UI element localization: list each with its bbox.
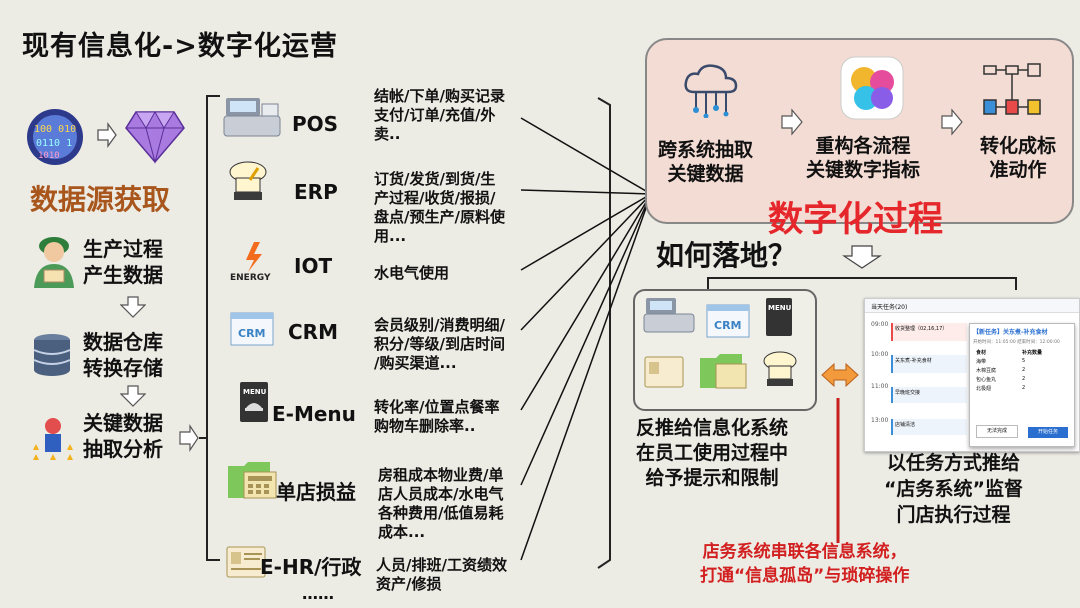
svg-text:100 010: 100 010: [34, 124, 76, 135]
popup-title: 【新任务】关东煮-补充食材: [970, 324, 1074, 339]
time-label: 13:00: [871, 417, 888, 424]
menu-label: MENU: [243, 388, 267, 396]
system-crm: CRM: [288, 320, 338, 344]
game-center-icon: [840, 56, 904, 120]
data-source-title: 数据源获取: [30, 178, 170, 218]
step-warehouse: 数据仓库 转换存储: [83, 329, 163, 381]
time-label: 10:00: [871, 351, 888, 358]
system-erp-desc: 订货/发货/到货/生 产过程/收货/报损/ 盘点/预生产/原料使 用...: [374, 170, 505, 246]
svg-text:0110 1: 0110 1: [36, 138, 72, 149]
system-emenu: E-Menu: [272, 402, 356, 426]
system-store-pl-desc: 房租成本物业费/单 店人员成本/水电气 各种费用/低值易耗 成本...: [378, 466, 503, 542]
right-arrow-icon: [96, 122, 118, 148]
binary-data-icon: 100 010 0110 1 1010: [26, 108, 84, 166]
integration-note: 店务系统串联各信息系统， 打通“信息孤岛”与琐碎操作: [700, 540, 909, 588]
calculator-folder-icon: [226, 458, 278, 500]
database-icon: [32, 332, 72, 378]
right-arrow-icon: [780, 108, 804, 136]
process-step-rebuild: 重构各流程 关键数字指标: [806, 134, 920, 182]
popup-time: 开始时间：11:05:00 结束时间：12:00:00: [970, 339, 1074, 345]
system-store-pl: 单店损益: [276, 476, 356, 505]
time-label: 09:00: [871, 321, 888, 328]
system-pos: POS: [292, 112, 338, 136]
crm-label: CRM: [238, 327, 266, 340]
energy-label: ENERGY: [230, 273, 271, 282]
cannot-complete-button[interactable]: 无法完成: [976, 425, 1018, 438]
system-ehr-desc: 人员/排班/工资绩效 资产/修损: [376, 556, 507, 594]
chef-hat-icon: [226, 160, 270, 204]
task-tab: 当天任务(20): [865, 299, 1079, 313]
new-task-popup: 【新任务】关东煮-补充食材 开始时间：11:05:00 结束时间：12:00:0…: [969, 323, 1075, 447]
double-arrow-icon: [820, 360, 860, 390]
down-arrow-icon: [120, 385, 146, 407]
system-crm-desc: 会员级别/消费明细/ 积分/等级/到店时间 /购买渠道...: [374, 316, 505, 373]
system-iot-desc: 水电气使用: [374, 264, 449, 283]
crm-icon: CRM: [230, 312, 274, 346]
system-emenu-desc: 转化率/位置点餐率 购物车删除率..: [374, 398, 499, 436]
system-erp: ERP: [294, 180, 338, 204]
system-iot: IOT: [294, 254, 332, 278]
start-task-button[interactable]: 开始任务: [1028, 427, 1068, 438]
landing-question: 如何落地？: [656, 234, 796, 274]
chef-hat-icon: [760, 350, 800, 390]
right-arrow-icon: [940, 108, 964, 136]
menu-book-icon: MENU: [238, 380, 270, 424]
right-arrow-icon: [178, 424, 200, 452]
down-arrow-icon: [120, 296, 146, 318]
time-label: 11:00: [871, 383, 888, 390]
col-header: 补充数量: [1022, 349, 1042, 356]
process-step-extract: 跨系统抽取 关键数据: [658, 138, 753, 186]
cloud-network-icon: [680, 62, 742, 118]
task-app-screenshot: 当天任务(20) 09:00 10:00 11:00 13:00 收货整理（02…: [864, 298, 1080, 452]
step-analysis: 关键数据 抽取分析: [83, 410, 163, 462]
landing-left-text: 反推给信息化系统 在员工使用过程中 给予提示和限制: [636, 416, 788, 491]
pos-icon: [222, 94, 282, 140]
menu-label: MENU: [768, 304, 792, 312]
step-production: 生产过程 产生数据: [83, 236, 163, 288]
task-item[interactable]: 店铺清洁: [891, 419, 967, 435]
system-ehr: E-HR/行政: [260, 551, 361, 580]
id-card-icon: [644, 356, 684, 388]
col-header: 食材: [976, 349, 1022, 356]
diamond-icon: [124, 108, 186, 164]
task-item[interactable]: 关东煮-补充食材: [891, 355, 967, 373]
process-step-standardize: 转化成标 准动作: [980, 134, 1056, 182]
worker-icon: [30, 232, 78, 288]
workflow-icon: [982, 60, 1048, 126]
analysis-person-icon: [30, 414, 76, 462]
landing-right-text: 以任务方式推给 “店务系统”监督 门店执行过程: [884, 450, 1023, 528]
more-ellipsis: ……: [302, 584, 334, 603]
menu-book-icon: MENU: [764, 296, 794, 338]
calculator-folder-icon: [698, 350, 748, 390]
energy-icon: ENERGY: [228, 240, 278, 282]
crm-label: CRM: [714, 319, 742, 332]
task-item[interactable]: 收货整理（02,16,17）: [891, 323, 967, 341]
pos-icon: [642, 296, 696, 336]
popup-header: 食材 补充数量: [970, 345, 1074, 357]
svg-text:1010: 1010: [38, 151, 60, 161]
crm-icon: CRM: [706, 304, 750, 338]
system-pos-desc: 结帐/下单/购买记录 支付/订单/充值/外 卖..: [374, 87, 505, 144]
task-item[interactable]: 早晚班交接: [891, 387, 967, 403]
